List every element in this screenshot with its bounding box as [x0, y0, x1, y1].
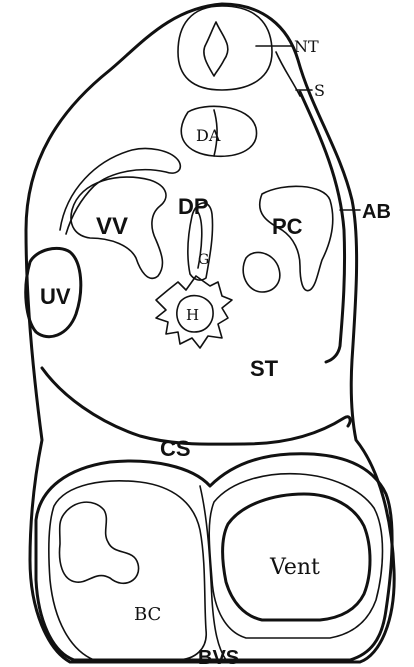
label-st: ST	[250, 356, 279, 381]
label-cs: CS	[160, 436, 191, 461]
posterior-cardinal-inner-loop	[243, 252, 280, 292]
neural-tube-outline	[178, 6, 272, 90]
label-nt: NT	[294, 37, 319, 56]
label-vent: Vent	[269, 555, 320, 580]
label-vv: VV	[96, 213, 128, 240]
label-bvs: BVS	[198, 647, 239, 667]
label-bc: BC	[134, 604, 161, 625]
left-lower-contour	[42, 368, 350, 444]
bulbus-cordis-inner	[60, 502, 139, 583]
label-pc: PC	[272, 214, 303, 239]
body-wall-inner-line	[300, 92, 345, 362]
label-uv: UV	[40, 284, 71, 309]
bulbus-cordis-outline	[49, 481, 206, 660]
label-g: G	[198, 252, 209, 268]
label-da: DA	[196, 126, 221, 145]
label-h: H	[186, 306, 199, 324]
neural-tube-lumen	[204, 22, 228, 76]
label-s: S	[314, 81, 325, 100]
label-ab: AB	[362, 201, 391, 223]
label-dp: DP	[178, 194, 209, 219]
